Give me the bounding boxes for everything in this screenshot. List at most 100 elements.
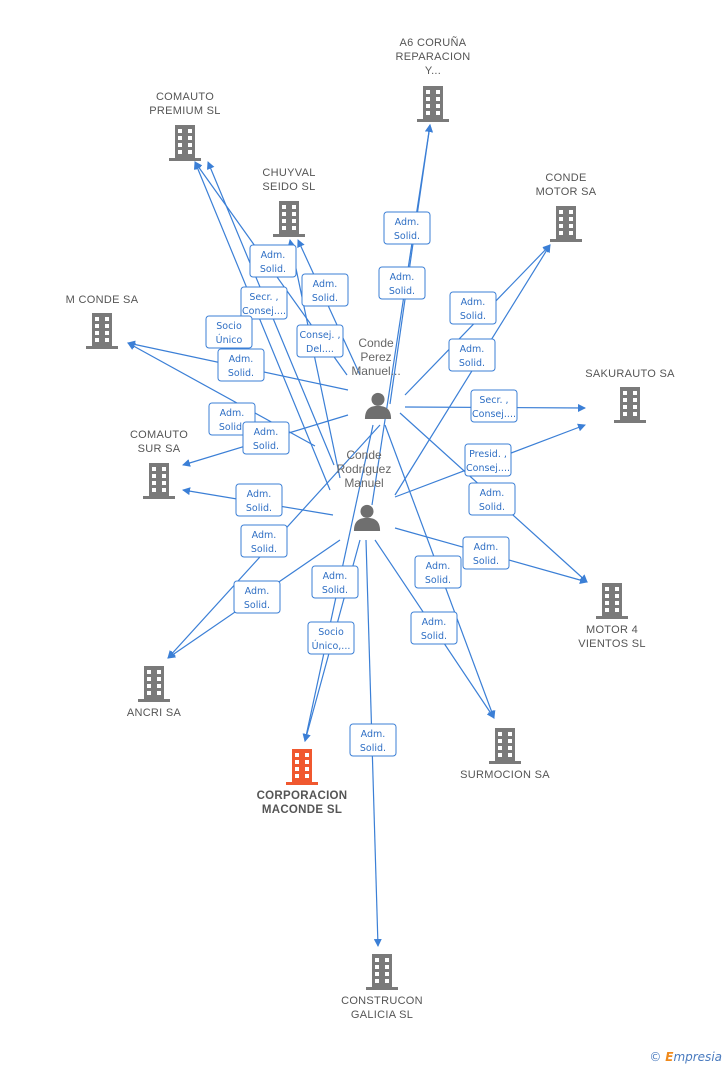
relation-box-border <box>414 555 462 589</box>
relation-box-chuyval[interactable]: Secr. ,Consej.... <box>240 286 288 320</box>
label-line: Solid. <box>459 358 485 369</box>
svg-text:SAKURAUTO SA: SAKURAUTO SA <box>585 368 675 380</box>
building-icon <box>489 728 521 764</box>
building-icon <box>417 86 449 122</box>
company-node-ancri[interactable]: ANCRI SA <box>127 666 182 719</box>
company-node-corporacion[interactable]: CORPORACION MACONDE SL <box>257 749 348 816</box>
relation-box-motor4[interactable]: Adm.Solid. <box>462 536 510 570</box>
relation-box-border <box>249 244 297 278</box>
edge-line-a6 <box>371 124 433 506</box>
relation-box-surmocion[interactable]: Adm.Solid. <box>410 611 458 645</box>
relation-box-a6[interactable]: Adm.Solid. <box>383 211 431 245</box>
svg-text:Adm.Solid.: Adm.Solid. <box>219 408 245 433</box>
relation-box-corporacion[interactable]: Adm.Solid. <box>233 580 281 614</box>
relation-box-border <box>383 211 431 245</box>
svg-text:Adm.Solid.: Adm.Solid. <box>421 617 447 642</box>
label-line: Socio <box>216 321 242 332</box>
label-line: Solid. <box>425 575 451 586</box>
relation-box-sakurauto[interactable]: Secr. ,Consej.... <box>470 389 518 423</box>
svg-text:SURMOCION SA: SURMOCION SA <box>460 769 550 781</box>
relation-box-comauto_premium[interactable]: Adm.Solid. <box>249 244 297 278</box>
relation-box-conde_motor[interactable]: Adm.Solid. <box>448 338 496 372</box>
label-line: SUR SA <box>138 443 181 455</box>
svg-text:Adm.Solid.: Adm.Solid. <box>322 571 348 596</box>
relation-box-a6[interactable]: Adm.Solid. <box>378 266 426 300</box>
relation-box-chuyval[interactable]: Consej. ,Del.... <box>296 324 344 358</box>
company-node-comauto_sur[interactable]: COMAUTO SUR SA <box>130 429 188 499</box>
label-line: Del.... <box>306 344 334 355</box>
label-line: Solid. <box>389 286 415 297</box>
svg-text:Adm.Solid.: Adm.Solid. <box>253 427 279 452</box>
relation-box-border <box>464 443 512 477</box>
label-line: COMAUTO <box>130 429 188 441</box>
relation-box-comauto_sur[interactable]: Adm.Solid. <box>242 421 290 455</box>
label-line: Y... <box>425 65 441 77</box>
svg-text:Adm.Solid.: Adm.Solid. <box>244 586 270 611</box>
building-icon <box>86 313 118 349</box>
relation-box-border <box>217 348 265 382</box>
label-line: Solid. <box>421 631 447 642</box>
relation-box-comauto_premium[interactable]: Adm.Solid. <box>301 273 349 307</box>
relation-box-ancri[interactable]: Adm.Solid. <box>240 524 288 558</box>
company-node-sakurauto[interactable]: SAKURAUTO SA <box>585 368 675 423</box>
label-line: Manuel <box>344 476 383 490</box>
svg-text:Adm.Solid.: Adm.Solid. <box>460 297 486 322</box>
label-line: M CONDE SA <box>66 294 139 306</box>
edge-line-chuyval <box>287 239 341 479</box>
label-line: Solid. <box>322 585 348 596</box>
relation-box-m_conde[interactable]: Adm.Solid. <box>217 348 265 382</box>
label-line: MACONDE SL <box>262 804 342 816</box>
building-icon <box>550 206 582 242</box>
label-line: Solid. <box>479 502 505 513</box>
building-icon <box>138 666 170 702</box>
relation-box-border <box>468 482 516 516</box>
relation-box-comauto_premium[interactable]: Adm.Solid. <box>349 723 397 757</box>
company-node-m_conde[interactable]: M CONDE SA <box>66 294 139 349</box>
company-node-surmocion[interactable]: SURMOCION SA <box>460 728 550 781</box>
label-line: PREMIUM SL <box>149 105 220 117</box>
label-line: Presid. , <box>469 449 507 460</box>
label-line: Solid. <box>228 368 254 379</box>
copyright-icon: © <box>649 1050 662 1064</box>
label-line: Adm. <box>254 427 279 438</box>
copyright-brand[interactable]: © Empresia <box>649 1050 722 1064</box>
label-line: CHUYVAL <box>262 167 315 179</box>
person-icon <box>353 504 381 531</box>
label-line: SURMOCION SA <box>460 769 550 781</box>
relation-box-motor4[interactable]: Adm.Solid. <box>468 482 516 516</box>
svg-text:Consej. ,Del....: Consej. ,Del.... <box>300 330 341 355</box>
label-line: Adm. <box>220 408 245 419</box>
relation-box-sakurauto[interactable]: Presid. ,Consej.... <box>464 443 512 477</box>
relation-box-surmocion[interactable]: Adm. Solid. <box>414 555 462 589</box>
svg-text:Adm.Solid.: Adm.Solid. <box>360 729 386 754</box>
label-line: Conde <box>346 448 382 462</box>
relation-box-ancri[interactable]: Adm.Solid. <box>235 483 283 517</box>
label-line: A6 CORUÑA <box>400 36 467 49</box>
relation-box-conde_motor[interactable]: Adm.Solid. <box>449 291 497 325</box>
svg-text:Adm.Solid.: Adm.Solid. <box>473 542 499 567</box>
relation-box-corporacion[interactable]: Adm.Solid. <box>311 565 359 599</box>
label-line: Adm. <box>426 561 451 572</box>
label-line: Solid. <box>460 311 486 322</box>
label-line: Secr. , <box>249 292 278 303</box>
svg-text:Adm.Solid.: Adm. Solid. <box>425 561 451 586</box>
label-line: Adm. <box>261 250 286 261</box>
label-line: CORPORACION <box>257 790 348 802</box>
